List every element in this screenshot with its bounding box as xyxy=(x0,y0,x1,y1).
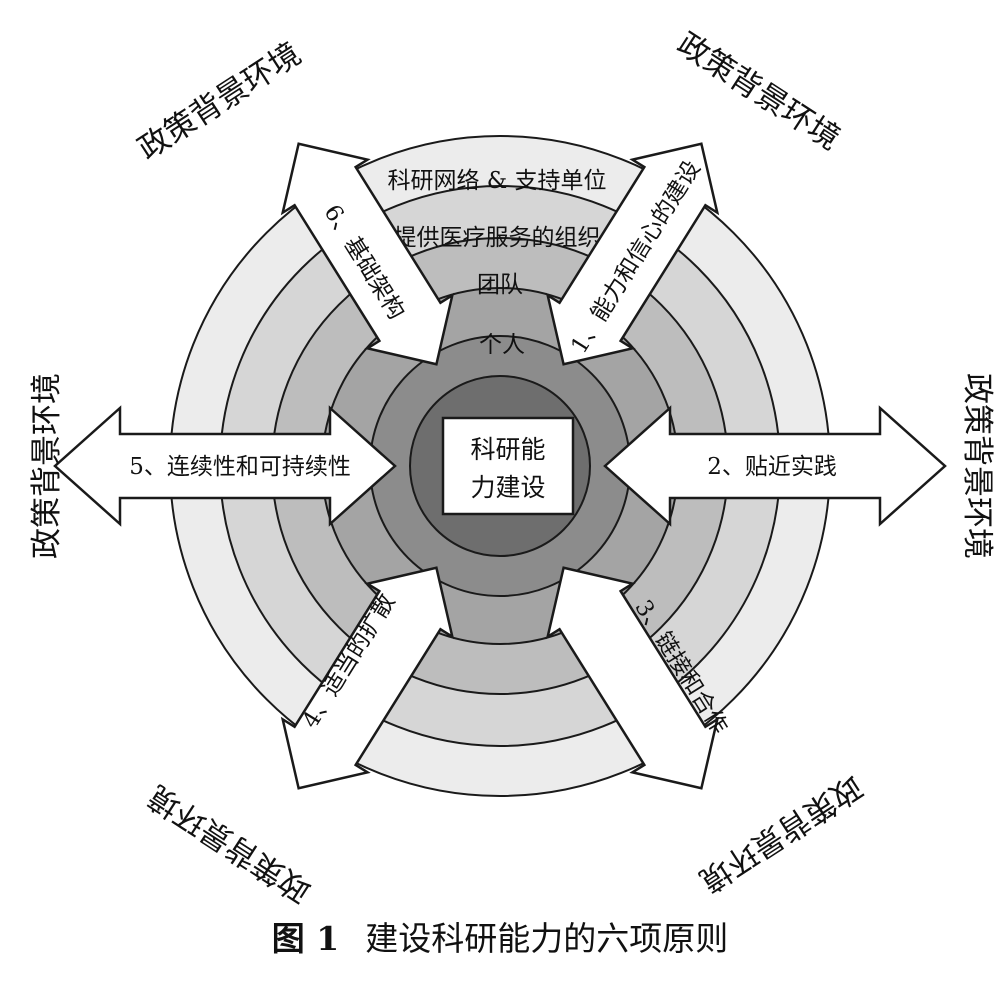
ring-label-second: 提供医疗服务的组织 xyxy=(394,225,601,251)
arrow-6 xyxy=(280,142,455,366)
ring-label-outer: 科研网络 & 支持单位 xyxy=(387,168,606,194)
context-label-left: 政策背景环境 xyxy=(29,373,65,559)
context-label-top-left: 政策背景环境 xyxy=(132,36,308,167)
arrow-3 xyxy=(545,566,720,790)
ring-label-third: 团队 xyxy=(477,272,523,298)
figure-number: 图 1 xyxy=(271,919,340,958)
principle-5-label: 5、连续性和可持续性 xyxy=(129,454,351,480)
principle-2-label: 2、贴近实践 xyxy=(707,454,837,480)
figure-title: 建设科研能力的六项原则 xyxy=(365,919,729,958)
center-label-line1: 科研能 xyxy=(470,435,545,464)
center-box xyxy=(441,416,575,516)
figure-caption: 图 1 建设科研能力的六项原则 xyxy=(0,912,1000,960)
arrow-1 xyxy=(545,142,720,366)
context-label-bottom-left: 政策背景环境 xyxy=(142,778,318,909)
context-label-right: 政策背景环境 xyxy=(959,373,995,559)
context-label-bottom-right: 政策背景环境 xyxy=(693,768,869,899)
arrow-2 xyxy=(603,405,947,527)
ring-label-inner: 个人 xyxy=(479,332,525,358)
context-label-top-right: 政策背景环境 xyxy=(671,26,847,157)
arrow-5 xyxy=(53,405,397,527)
arrow-4 xyxy=(280,566,455,790)
center-label-line2: 力建设 xyxy=(470,473,545,502)
